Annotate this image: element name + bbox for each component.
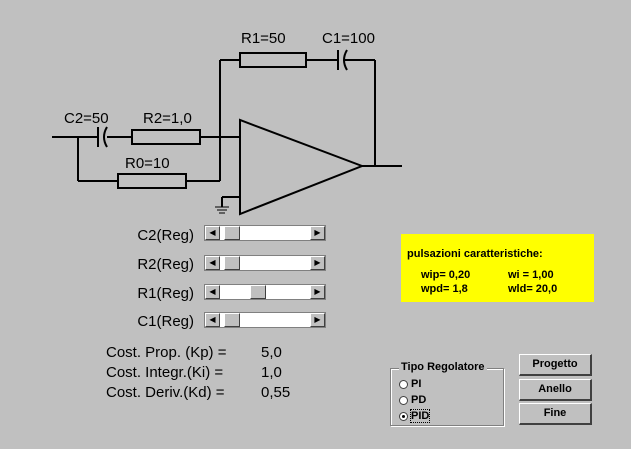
slider-thumb[interactable] <box>224 256 240 270</box>
wi-value: wi = 1,00 <box>508 269 554 281</box>
tipo-regolatore-group: Tipo Regolatore PI PD PID <box>390 361 504 426</box>
slider-label-c2: C2(Reg) <box>137 227 194 244</box>
r2-label: R2=1,0 <box>143 110 192 127</box>
op-amp <box>239 118 365 216</box>
slider-r2[interactable]: ◀ ▶ <box>204 255 326 271</box>
constant-kd-value: 0,55 <box>261 384 291 401</box>
slider-r1[interactable]: ◀ ▶ <box>204 284 326 300</box>
slider-label-r2: R2(Reg) <box>137 256 194 273</box>
fine-button[interactable]: Fine <box>519 403 592 425</box>
r1-label: R1=50 <box>241 30 286 47</box>
scroll-right-icon[interactable]: ▶ <box>310 313 325 327</box>
anello-button[interactable]: Anello <box>519 379 592 401</box>
slider-thumb[interactable] <box>224 226 240 240</box>
constant-kp-label: Cost. Prop. (Kp) = <box>106 344 227 361</box>
radio-pi[interactable]: PI <box>399 378 421 390</box>
constant-kd-label: Cost. Deriv.(Kd) = <box>106 384 225 401</box>
slider-c1[interactable]: ◀ ▶ <box>204 312 326 328</box>
scroll-right-icon[interactable]: ▶ <box>310 256 325 270</box>
frequencies-panel: pulsazioni caratteristiche: wip= 0,20 wi… <box>401 234 594 302</box>
constant-ki-label: Cost. Integr.(Ki) = <box>106 364 224 381</box>
wip-value: wip= 0,20 <box>421 269 471 281</box>
progetto-button[interactable]: Progetto <box>519 354 592 376</box>
c1-capacitor <box>337 49 348 71</box>
wld-value: wld= 20,0 <box>508 283 558 295</box>
slider-c2[interactable]: ◀ ▶ <box>204 225 326 241</box>
scroll-left-icon[interactable]: ◀ <box>205 313 220 327</box>
radio-pi-label: PI <box>411 378 422 390</box>
radio-pd-label: PD <box>411 394 427 406</box>
constant-kp-value: 5,0 <box>261 344 282 361</box>
scroll-right-icon[interactable]: ▶ <box>310 285 325 299</box>
radio-pd[interactable]: PD <box>399 394 426 406</box>
radio-pid-label: PID <box>409 409 431 423</box>
constant-ki-value: 1,0 <box>261 364 282 381</box>
slider-thumb[interactable] <box>224 313 240 327</box>
radio-selected-icon[interactable] <box>399 411 408 421</box>
r1-resistor <box>239 52 307 68</box>
scroll-left-icon[interactable]: ◀ <box>205 226 220 240</box>
tipo-regolatore-legend: Tipo Regolatore <box>399 361 487 373</box>
radio-icon[interactable] <box>399 379 408 389</box>
radio-icon[interactable] <box>399 395 408 405</box>
r2-resistor <box>131 129 201 145</box>
r0-resistor <box>117 173 187 189</box>
slider-label-r1: R1(Reg) <box>137 285 194 302</box>
scroll-left-icon[interactable]: ◀ <box>205 285 220 299</box>
circuit-diagram: R1=50 C1=100 C2=50 R2=1,0 R0=10 <box>52 30 402 216</box>
scroll-left-icon[interactable]: ◀ <box>205 256 220 270</box>
slider-label-c1: C1(Reg) <box>137 313 194 330</box>
c1-label: C1=100 <box>322 30 375 47</box>
c2-label: C2=50 <box>64 110 109 127</box>
r0-label: R0=10 <box>125 155 170 172</box>
scroll-right-icon[interactable]: ▶ <box>310 226 325 240</box>
frequencies-title: pulsazioni caratteristiche: <box>407 248 543 260</box>
radio-pid[interactable]: PID <box>399 409 431 423</box>
ground-icon <box>215 206 229 214</box>
wpd-value: wpd= 1,8 <box>421 283 468 295</box>
c2-capacitor <box>97 126 108 148</box>
slider-thumb[interactable] <box>250 285 266 299</box>
